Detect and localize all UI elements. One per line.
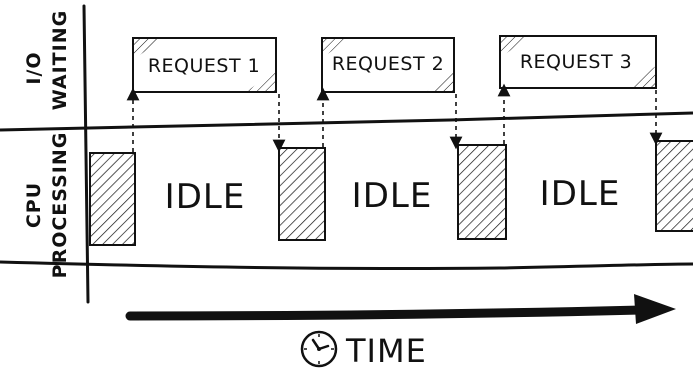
request-box-3: REQUEST 3 bbox=[499, 35, 657, 89]
cpu-block-4 bbox=[655, 140, 693, 232]
io-row-label-line1: I/O bbox=[23, 51, 45, 84]
request-box-1: REQUEST 1 bbox=[132, 37, 277, 93]
idle-label-2: IDLE bbox=[352, 176, 433, 216]
cpu-row-label-line1: CPU bbox=[23, 182, 45, 228]
request-label-1: REQUEST 1 bbox=[148, 55, 260, 77]
io-row-label-line2: WAITING bbox=[49, 10, 71, 110]
request-label-2: REQUEST 2 bbox=[332, 53, 444, 75]
idle-label-1: IDLE bbox=[165, 177, 246, 217]
time-label: TIME bbox=[345, 332, 427, 369]
lane-divider-line bbox=[0, 111, 693, 132]
cpu-block-3 bbox=[457, 144, 507, 240]
time-arrow-shaft bbox=[125, 305, 645, 321]
vertical-axis-line bbox=[82, 4, 90, 304]
cpu-block-1 bbox=[89, 152, 136, 246]
bottom-lane-line bbox=[0, 260, 693, 271]
idle-label-3: IDLE bbox=[540, 174, 621, 214]
request-label-3: REQUEST 3 bbox=[520, 51, 632, 73]
cpu-row-label-line2: PROCESSING bbox=[49, 132, 71, 279]
time-arrow-head bbox=[634, 294, 676, 324]
cpu-block-2 bbox=[278, 147, 326, 241]
request-box-2: REQUEST 2 bbox=[321, 37, 455, 93]
clock-icon bbox=[300, 330, 338, 368]
